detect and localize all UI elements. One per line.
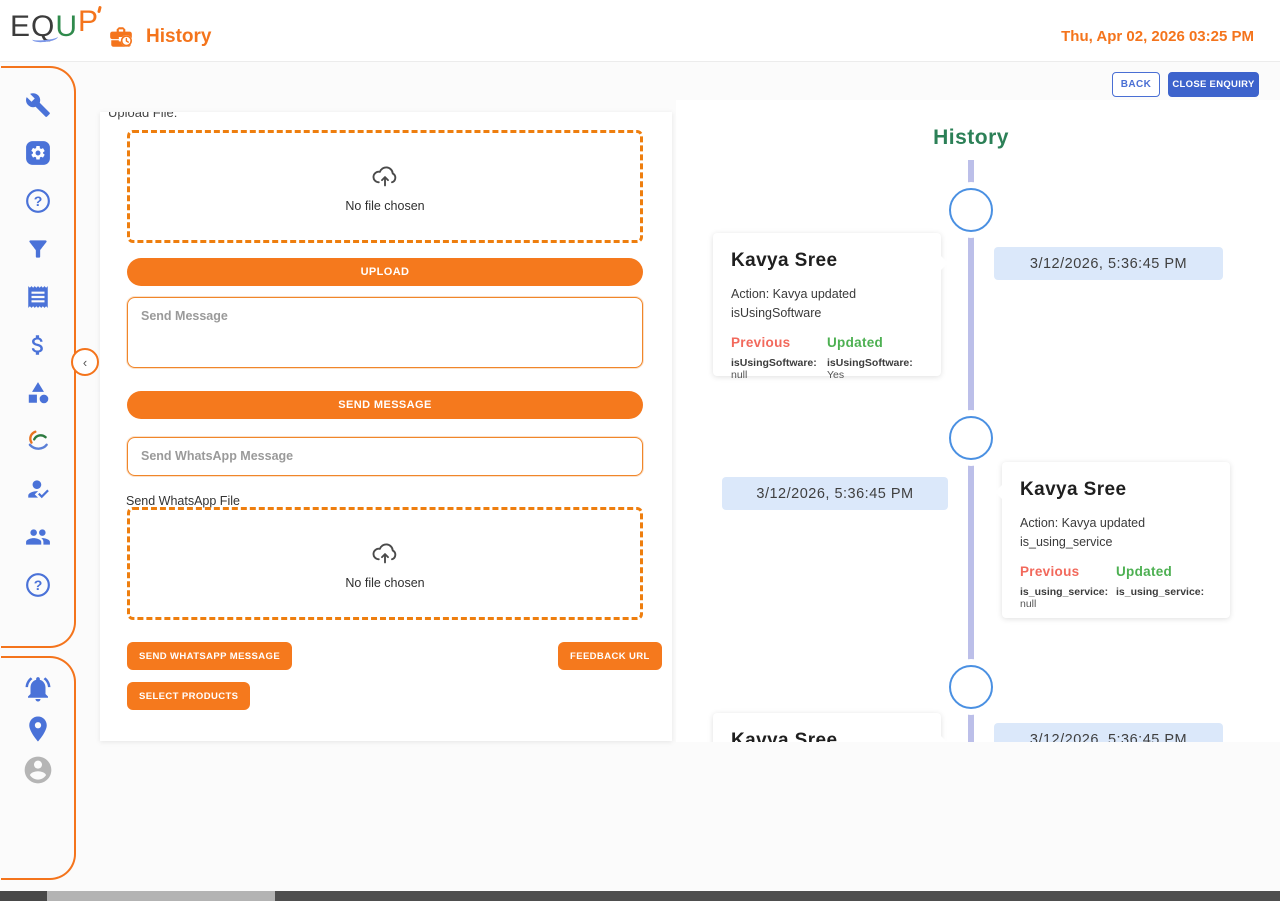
history-briefcase-clock-icon	[108, 24, 134, 50]
scrollbar-thumb[interactable]	[275, 891, 1280, 901]
previous-field: isUsingSoftware:	[731, 356, 817, 369]
history-entry-name: Kavya Sree	[1020, 479, 1127, 500]
previous-value: null	[1020, 597, 1037, 610]
timeline-node	[949, 665, 993, 709]
send-message-button[interactable]: SEND MESSAGE	[127, 391, 643, 419]
cloud-upload-icon	[372, 165, 397, 186]
person-check-icon[interactable]	[25, 476, 51, 502]
logo-text-p: P	[78, 5, 100, 38]
updated-label: Updated	[827, 334, 884, 350]
upload-button[interactable]: UPLOAD	[127, 258, 643, 286]
receipt-icon[interactable]	[25, 284, 51, 310]
help-icon-secondary[interactable]: ?	[25, 572, 51, 598]
timeline-node	[949, 416, 993, 460]
logo-accent	[97, 5, 102, 14]
feedback-url-button[interactable]: FEEDBACK URL	[558, 642, 662, 670]
send-message-input[interactable]	[127, 297, 643, 368]
settings-icon[interactable]	[25, 140, 51, 166]
app-header: EQUP History Thu, Apr 02, 2026 03:25 PM	[0, 0, 1280, 62]
back-button[interactable]: BACK	[1112, 72, 1160, 97]
updated-label: Updated	[1116, 563, 1173, 579]
history-timestamp-badge: 3/12/2026, 5:36:45 PM	[994, 723, 1223, 742]
scrollbar-corner	[0, 891, 47, 901]
send-whatsapp-message-input[interactable]	[127, 437, 643, 476]
svg-text:?: ?	[33, 193, 42, 209]
brand-swirl-icon[interactable]	[25, 428, 51, 454]
send-whatsapp-message-button[interactable]: SEND WHATSAPP MESSAGE	[127, 642, 293, 670]
chevron-left-icon: ‹	[82, 354, 88, 370]
filter-icon[interactable]	[25, 236, 51, 262]
avatar-icon[interactable]	[22, 754, 54, 786]
select-products-button[interactable]: SELECT PRODUCTS	[127, 682, 251, 710]
history-title: History	[933, 126, 1009, 149]
whatsapp-file-dropzone[interactable]: No file chosen	[127, 507, 643, 620]
wrench-icon[interactable]	[25, 92, 51, 118]
upload-file-dropzone[interactable]: No file chosen	[127, 130, 643, 243]
history-entry-name: Kavya Sree	[731, 730, 838, 742]
history-entry-card: Kavya Sree Action: Kavya updated isUsing…	[713, 233, 948, 381]
history-entry-action: Action: Kavya updated isUsingSoftware	[731, 287, 857, 320]
history-panel: History Kavya Sree Action: Kavya updated…	[676, 100, 1280, 742]
cloud-upload-icon	[372, 542, 397, 563]
history-entry-card: Kavya Sree	[713, 713, 948, 742]
sidebar-collapse-button[interactable]: ‹	[71, 348, 99, 376]
enquiry-form-card: Upload File: No file chosen UPLOAD SEND …	[100, 112, 672, 741]
updated-field: is_using_service:	[1116, 585, 1205, 598]
updated-value: Yes	[827, 368, 845, 381]
previous-field: is_using_service:	[1020, 585, 1109, 598]
history-entry-action: Action: Kavya updated is_using_service	[1020, 516, 1146, 549]
svg-text:?: ?	[33, 577, 42, 593]
location-pin-icon[interactable]	[23, 714, 53, 744]
logo-text-eq: EQ	[10, 10, 56, 43]
page-title: History	[146, 26, 212, 47]
history-timestamp-badge: 3/12/2026, 5:36:45 PM	[722, 477, 948, 510]
sidebar-main: ? ?	[1, 66, 76, 648]
history-timestamp-badge: 3/12/2026, 5:36:45 PM	[994, 247, 1223, 280]
category-icon[interactable]	[25, 380, 51, 406]
horizontal-scrollbar[interactable]	[0, 891, 1280, 901]
equp-logo[interactable]: EQUP	[10, 5, 102, 44]
timeline-node	[949, 188, 993, 232]
header-datetime: Thu, Apr 02, 2026 03:25 PM	[1061, 28, 1254, 45]
updated-field: isUsingSoftware:	[827, 356, 913, 369]
help-icon[interactable]: ?	[25, 188, 51, 214]
no-file-chosen-text: No file chosen	[345, 198, 425, 213]
previous-value: null	[731, 368, 748, 381]
send-whatsapp-file-label: Send WhatsApp File	[126, 494, 240, 508]
history-entry-name: Kavya Sree	[731, 250, 838, 271]
history-entry-card: Kavya Sree Action: Kavya updated is_usin…	[995, 462, 1230, 618]
sidebar-bottom	[1, 656, 76, 880]
dollar-icon[interactable]	[25, 332, 51, 358]
notification-bell-icon[interactable]	[23, 674, 53, 704]
previous-label: Previous	[731, 334, 791, 350]
close-enquiry-button[interactable]: CLOSE ENQUIRY	[1168, 72, 1259, 97]
logo-text-u: U	[55, 10, 79, 43]
no-file-chosen-text: No file chosen	[345, 575, 425, 590]
people-icon[interactable]	[25, 524, 51, 550]
upload-file-label: Upload File:	[108, 112, 178, 120]
previous-label: Previous	[1020, 563, 1080, 579]
